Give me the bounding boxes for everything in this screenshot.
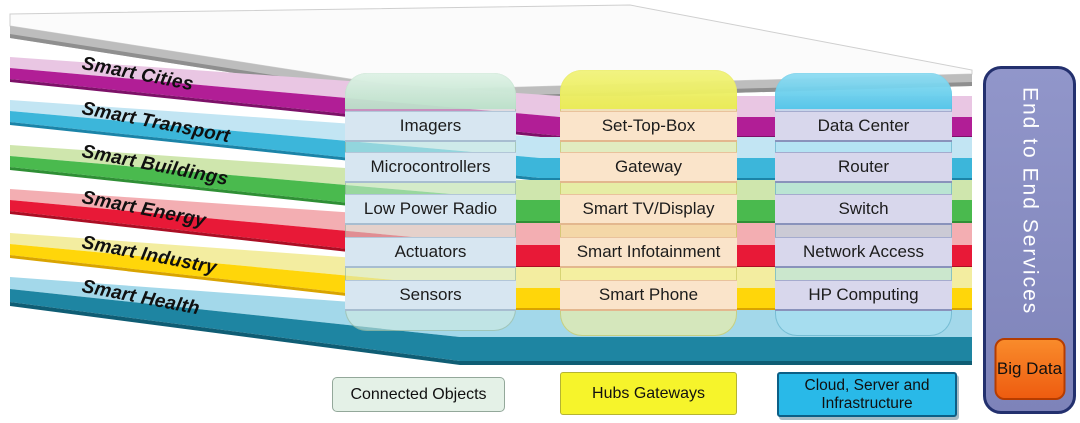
column-connected-objects-cap — [345, 73, 516, 109]
item-smart-phone: Smart Phone — [560, 280, 737, 311]
big-data-badge: Big Data — [994, 338, 1065, 400]
item-imagers: Imagers — [345, 111, 516, 142]
item-smart-tv-display: Smart TV/Display — [560, 194, 737, 225]
item-sensors: Sensors — [345, 280, 516, 311]
item-microcontrollers: Microcontrollers — [345, 152, 516, 183]
column-hubs-gateways-cap — [560, 70, 737, 109]
legend-cloud-server-infrastructure: Cloud, Server and Infrastructure — [777, 372, 957, 417]
plank-smart-health-edge — [10, 289, 972, 361]
item-hp-computing: HP Computing — [775, 280, 952, 311]
item-gateway: Gateway — [560, 152, 737, 183]
item-network-access: Network Access — [775, 237, 952, 268]
top-plate-edge-shadow — [10, 34, 972, 102]
end-to-end-services-label: End to End Services — [1018, 87, 1042, 316]
end-to-end-services-panel: End to End Services Big Data — [983, 66, 1076, 414]
item-router: Router — [775, 152, 952, 183]
item-actuators: Actuators — [345, 237, 516, 268]
item-data-center: Data Center — [775, 111, 952, 142]
column-cloud-server-cap — [775, 73, 952, 109]
item-switch: Switch — [775, 194, 952, 225]
item-set-top-box: Set-Top-Box — [560, 111, 737, 142]
legend-hubs-gateways: Hubs Gateways — [560, 372, 737, 415]
legend-connected-objects: Connected Objects — [332, 377, 505, 412]
item-smart-infotainment: Smart Infotainment — [560, 237, 737, 268]
item-low-power-radio: Low Power Radio — [345, 194, 516, 225]
